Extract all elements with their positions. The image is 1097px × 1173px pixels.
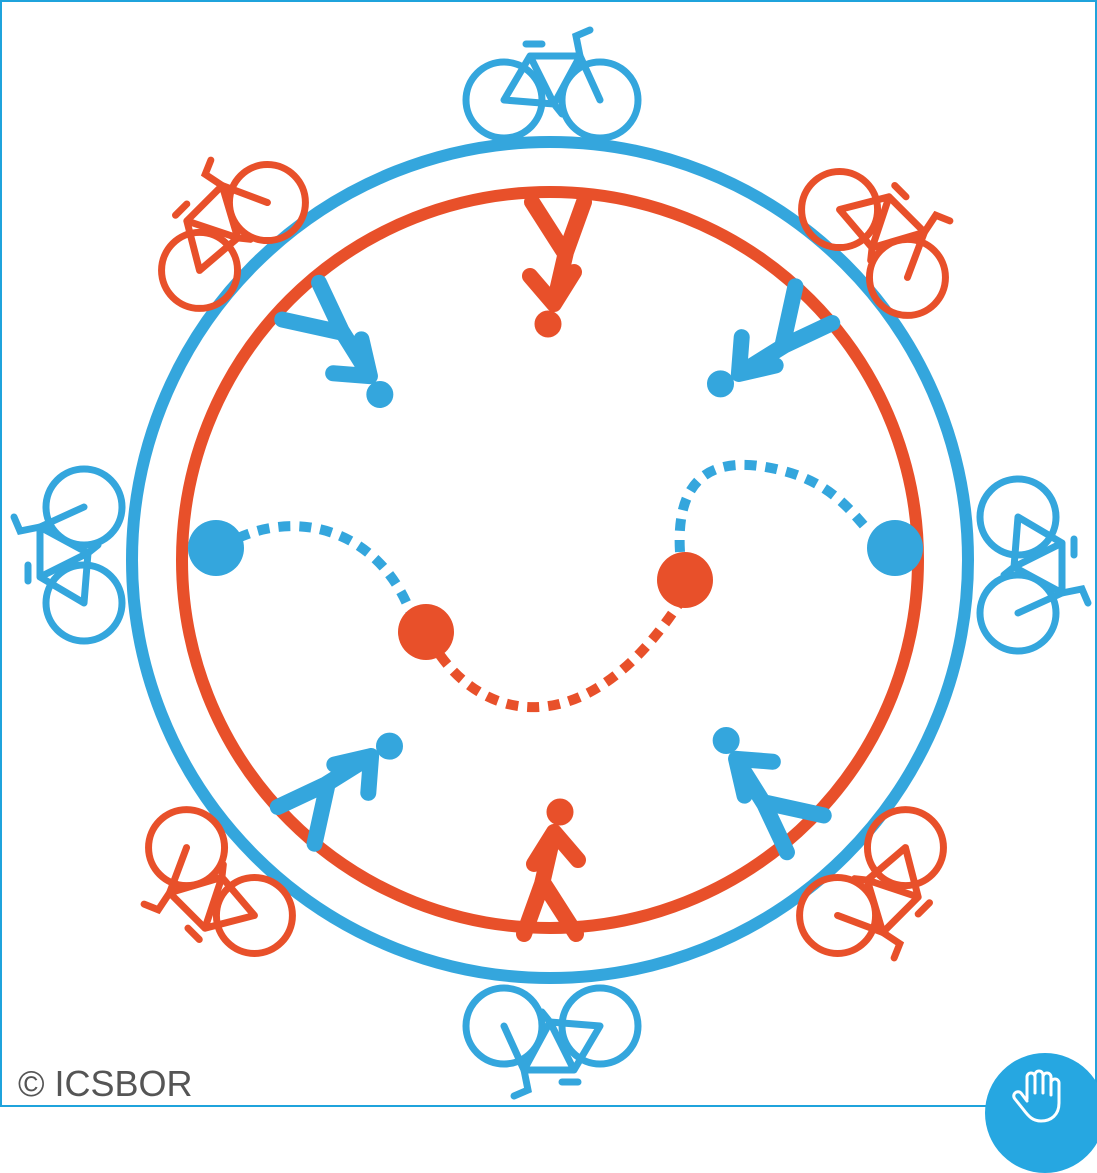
bicycle-left-icon: [14, 469, 122, 641]
walker-top-icon: [530, 202, 584, 337]
blue-path-right: [680, 465, 868, 552]
bicycle-bottom-left-icon: [110, 794, 308, 992]
dot-orange-center-left: [398, 604, 454, 660]
walker-top-left-icon: [281, 283, 415, 417]
copyright-notice: © ICSBOR: [18, 1064, 193, 1104]
bicycle-right-icon: [980, 479, 1088, 651]
orange-path-center: [440, 602, 680, 707]
dot-blue-left: [188, 520, 244, 576]
stage: © ICSBOR: [0, 0, 1097, 1107]
walker-bottom-icon: [524, 799, 578, 934]
blue-path-left: [238, 526, 412, 616]
circle-diagram: [0, 0, 1097, 1107]
bicycle-top-icon: [466, 30, 638, 138]
bicycle-bottom-icon: [466, 988, 638, 1096]
dot-orange-center-right: [657, 552, 713, 608]
help-button[interactable]: [985, 1053, 1097, 1173]
hand-icon: [1007, 1063, 1067, 1123]
dot-blue-right: [867, 520, 923, 576]
